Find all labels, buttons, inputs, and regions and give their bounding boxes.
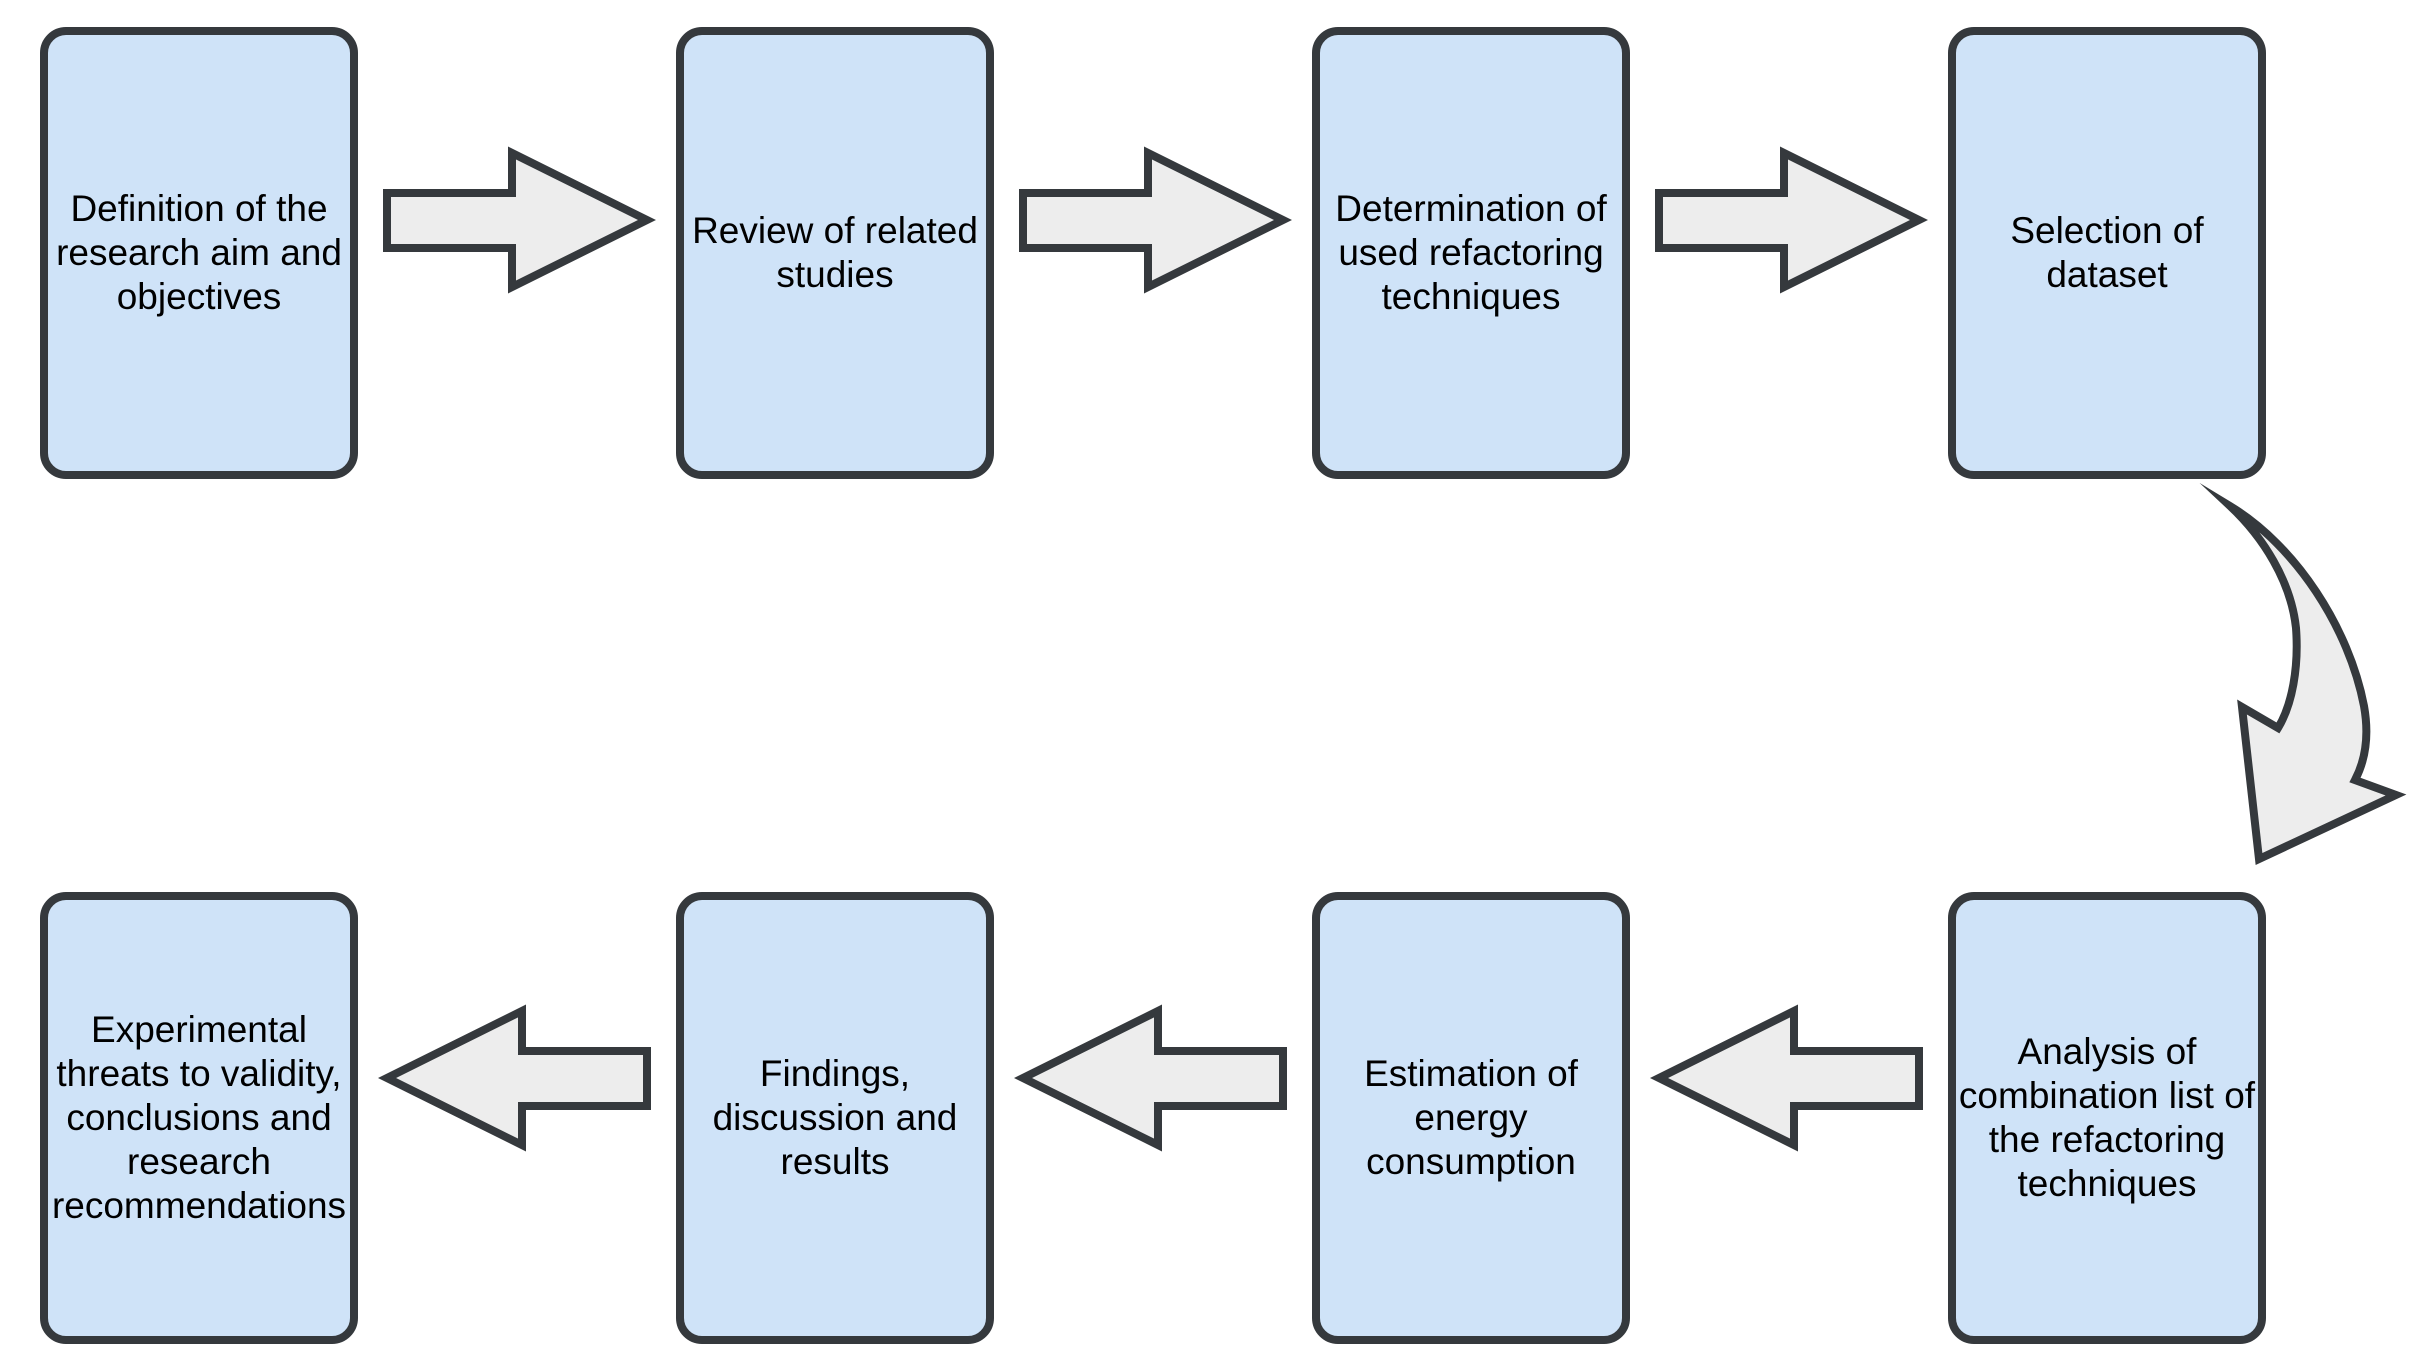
flow-box-findings-discussion-results: Findings, discussion and results [676,892,994,1344]
flow-box-selection-of-dataset: Selection of dataset [1948,27,2266,479]
flow-box-review-of-related-studies: Review of related studies [676,27,994,479]
flow-box-label: Estimation of energy consumption [1364,1053,1578,1182]
flow-box-label: Definition of the research aim and objec… [56,188,342,317]
left-arrow-icon [378,1004,651,1152]
flow-box-label: Selection of dataset [2010,210,2204,295]
right-arrow-icon [1019,146,1292,294]
flow-box-determination-of-refactoring-techniques: Determination of used refactoring techni… [1312,27,1630,479]
flow-box-experimental-threats-to-validity: Experimental threats to validity, conclu… [40,892,358,1344]
flow-box-label: Determination of used refactoring techni… [1335,188,1607,317]
flow-box-label: Experimental threats to validity, conclu… [51,1009,347,1226]
left-arrow-icon [1014,1004,1287,1152]
right-arrow-icon [1655,146,1928,294]
right-arrow-icon [383,146,656,294]
left-arrow-icon [1650,1004,1923,1152]
flow-box-definition-of-research-aim: Definition of the research aim and objec… [40,27,358,479]
flow-box-estimation-of-energy-consumption: Estimation of energy consumption [1312,892,1630,1344]
flow-box-label: Findings, discussion and results [712,1053,958,1182]
flow-box-label: Review of related studies [692,210,978,295]
flow-box-label: Analysis of combination list of the refa… [1958,1031,2256,1204]
flow-box-analysis-of-combination-list: Analysis of combination list of the refa… [1948,892,2266,1344]
curved-down-arrow-icon [2199,482,2407,865]
